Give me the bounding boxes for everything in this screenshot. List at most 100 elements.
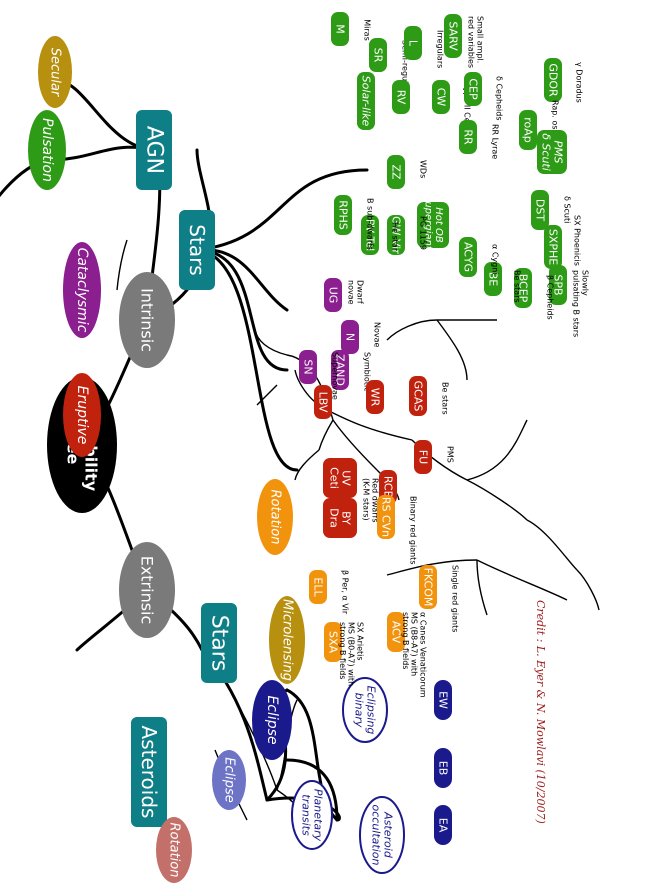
ew-node-label: EW <box>437 691 450 709</box>
rphs-node: RPHS <box>334 195 352 235</box>
l-desc-line: Irregulars <box>436 30 445 68</box>
extrinsic-node: Extrinsic <box>119 542 175 638</box>
acyg-node: ACYG <box>459 237 477 277</box>
gwvir-node-label: GW Vir <box>390 216 403 254</box>
by-dra-node-shape <box>323 498 357 538</box>
n-node: N <box>341 320 359 354</box>
sn-node-label: SN <box>302 359 315 374</box>
rv-node-shape <box>392 80 410 114</box>
bcep-desc-line: β Cepheids <box>546 275 555 320</box>
acyg-desc-line: α Cygni <box>491 244 500 275</box>
acv-node: ACV <box>387 612 405 652</box>
pulsation-category-label: Pulsation <box>39 118 55 182</box>
pulsation-category-shape <box>28 110 66 190</box>
pvtel-desc: He star <box>391 222 400 252</box>
acv-node-shape <box>387 612 405 652</box>
ell-desc: β Per, α Vir <box>341 570 350 615</box>
uv-ceti-node-shape <box>323 458 357 498</box>
eclipse-category: Eclipse <box>252 680 292 760</box>
roap-desc-line: Rap. osc. Ap <box>551 100 560 150</box>
be-node: BE <box>484 262 502 296</box>
acyg-node-label: ACYG <box>462 242 475 272</box>
sarv-desc-line: red variables <box>467 16 476 68</box>
rv-node: RV <box>392 80 410 114</box>
gcas-node-shape <box>409 376 427 416</box>
spb-desc-line: pulsating B stars <box>572 270 581 337</box>
asteroids-node-shape <box>131 717 167 827</box>
asteroids-node-label: Asteroids <box>137 726 161 819</box>
cep-node: CEP <box>464 72 482 106</box>
uv-ceti-node-label: Ceti <box>328 467 341 489</box>
ew-node: EW <box>434 680 452 720</box>
ea-node-label: EA <box>437 818 450 833</box>
acyg-node-shape <box>459 237 477 277</box>
sn-desc-line: Supernovae <box>331 352 340 400</box>
asteroid-eclipse-node: Eclipse <box>212 750 246 810</box>
hot-ob-supergiants-node-label: Supergiants <box>422 195 433 255</box>
rotation-category: Rotation <box>257 479 293 555</box>
pms-delta-scuti-node-label: PMS <box>551 140 564 163</box>
sr-desc-line: Semi-regulars <box>401 40 410 96</box>
planetary-transits-node-label: Planetary <box>312 789 325 842</box>
agn-node: AGN <box>136 110 172 190</box>
microlensing-category-label: Microlensing <box>280 599 295 681</box>
cep-desc: δ Cepheids <box>495 76 504 120</box>
fu-node: FU <box>414 440 432 474</box>
sarv-desc-line: Small ampl. <box>476 16 485 63</box>
spb-node-shape <box>549 265 567 305</box>
secular-category-shape <box>38 36 72 108</box>
rphs-desc-line: B sub-dwarfs <box>366 198 375 250</box>
by-dra-node-label: Dra <box>328 508 341 528</box>
rphs-node-shape <box>334 195 352 235</box>
eclipsing-binary-node-label: binary <box>352 693 365 728</box>
eclipse-category-label: Eclipse <box>264 695 280 744</box>
cw-node: CW <box>432 80 450 114</box>
eclipsing-binary-node-label: Eclipsing <box>365 686 378 735</box>
spb-node-label: SPB <box>552 274 565 295</box>
l-node-label: L <box>407 40 420 47</box>
lbv-node-label: LBV <box>317 392 330 413</box>
planetary-transits-node-shape <box>291 780 333 850</box>
ew-node-shape <box>434 680 452 720</box>
pvtel-node-label: PV Tel <box>364 219 377 251</box>
asteroids-node: Asteroids <box>131 717 167 827</box>
asteroid-occultation-node-shape <box>359 796 405 874</box>
rscvn-node-shape <box>377 495 395 539</box>
gcas-desc: Be stars <box>441 382 450 415</box>
cep-node-label: CEP <box>467 78 480 100</box>
eruptive-category-label: Eruptive <box>74 386 90 445</box>
solar-like-node: Solar-like <box>357 72 375 130</box>
intrinsic-node: Intrinsic <box>119 272 175 368</box>
by-dra-node-label: BY <box>339 511 352 525</box>
ug-node-label: UG <box>327 287 340 304</box>
sr-desc: Semi-regulars <box>401 40 410 96</box>
eclipse-category-shape <box>252 680 292 760</box>
asteroid-rotation-node-shape <box>156 817 192 883</box>
m-node: M <box>331 12 349 46</box>
sxa-node: SXA <box>324 622 342 662</box>
bcep-node-label: BCEP <box>517 274 530 303</box>
wr-node-shape <box>366 380 384 414</box>
wr-node-label: WR <box>369 388 382 407</box>
gdor-node-shape <box>544 58 562 102</box>
cep-node-shape <box>464 72 482 106</box>
acv-node-label: ACV <box>390 621 403 644</box>
rr-desc: RR Lyrae <box>491 124 500 159</box>
sn-node: SN <box>299 350 317 384</box>
zz-desc: WDs <box>419 160 428 178</box>
acv-desc-line: α Canes Venaticorum <box>419 612 428 698</box>
be-node-label: BE <box>487 272 500 287</box>
gdor-desc-line: γ Doradus <box>575 62 584 103</box>
zz-node-shape <box>387 155 405 189</box>
ug-desc-line: Dwarf <box>356 280 365 304</box>
dst-node-label: DST <box>534 199 547 221</box>
lbv-node-shape <box>314 385 332 419</box>
spb-node: SPB <box>549 265 567 305</box>
rscvn-node-label: RS CVn <box>380 497 393 537</box>
gwvir-desc-line: PG 1159 <box>419 216 428 250</box>
rr-node-shape <box>459 120 477 154</box>
